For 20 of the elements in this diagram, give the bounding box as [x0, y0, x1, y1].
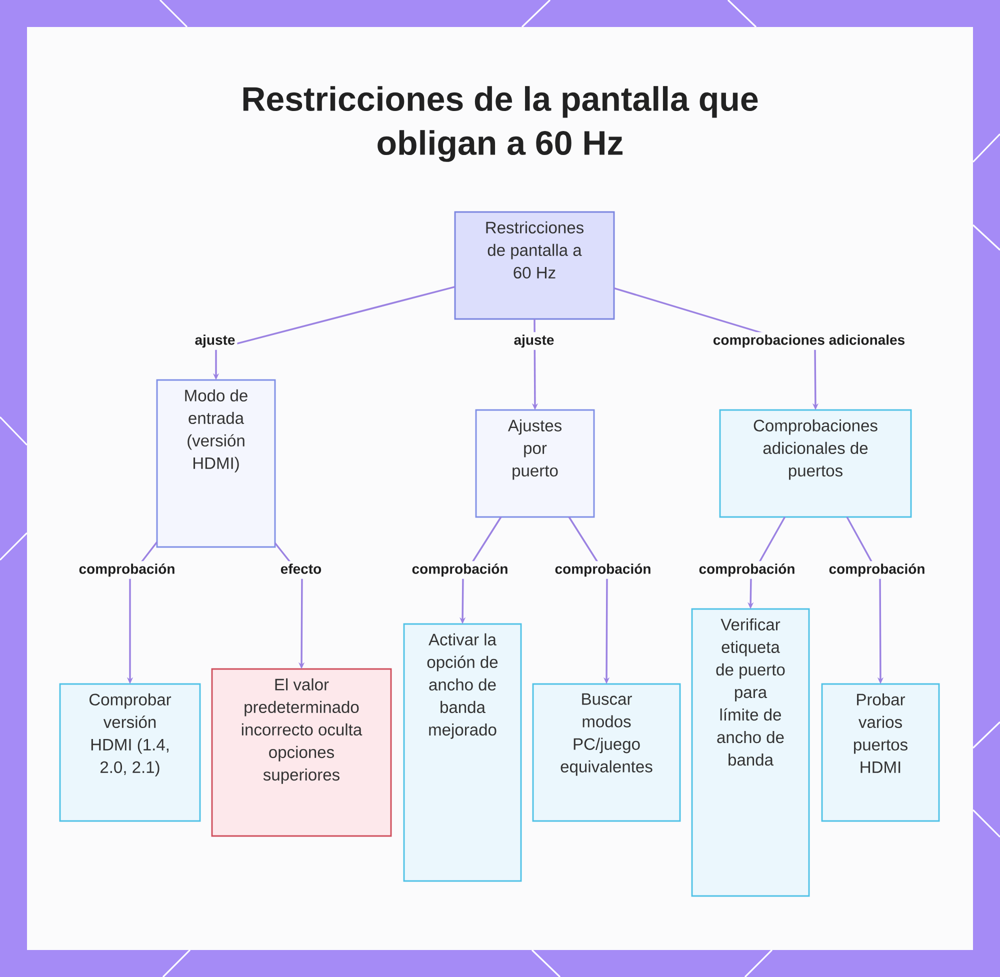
edge-label: comprobaciones adicionales	[710, 332, 908, 350]
edge-label: comprobación	[76, 561, 178, 579]
process-box: Ajustes por puerto	[475, 409, 595, 518]
process-box: Probar varios puertos HDMI	[821, 683, 940, 822]
edge-label: comprobación	[410, 561, 510, 579]
edge-label: ajuste	[512, 332, 556, 350]
title: Restricciones de la pantalla que obligan a 60 Hz	[243, 86, 758, 162]
edge-label: comprobación	[552, 561, 654, 579]
edge-label: efecto	[278, 561, 324, 579]
process-box: Activar la opción de ancho de banda mejorado	[403, 623, 522, 882]
edge-label: comprobación	[696, 561, 798, 579]
edge-label: comprobación	[826, 561, 928, 579]
process-box: Verificar etiqueta de puerto para límite de ancho de banda	[691, 608, 810, 897]
process-box: Comprobaciones adicionales de puertos	[719, 409, 912, 518]
process-box: El valor predeterminado incorrecto oculta opciones superiores	[211, 668, 392, 837]
process-box: Modo de entrada (versión HDMI)	[156, 379, 276, 548]
edge-label: ajuste	[192, 332, 238, 350]
process-box: Restricciones de pantalla a 60 Hz	[454, 211, 615, 320]
process-box: Comprobar versión HDMI (1.4, 2.0, 2.1)	[59, 683, 201, 822]
process-box: Buscar modos PC/juego equivalentes	[532, 683, 681, 822]
